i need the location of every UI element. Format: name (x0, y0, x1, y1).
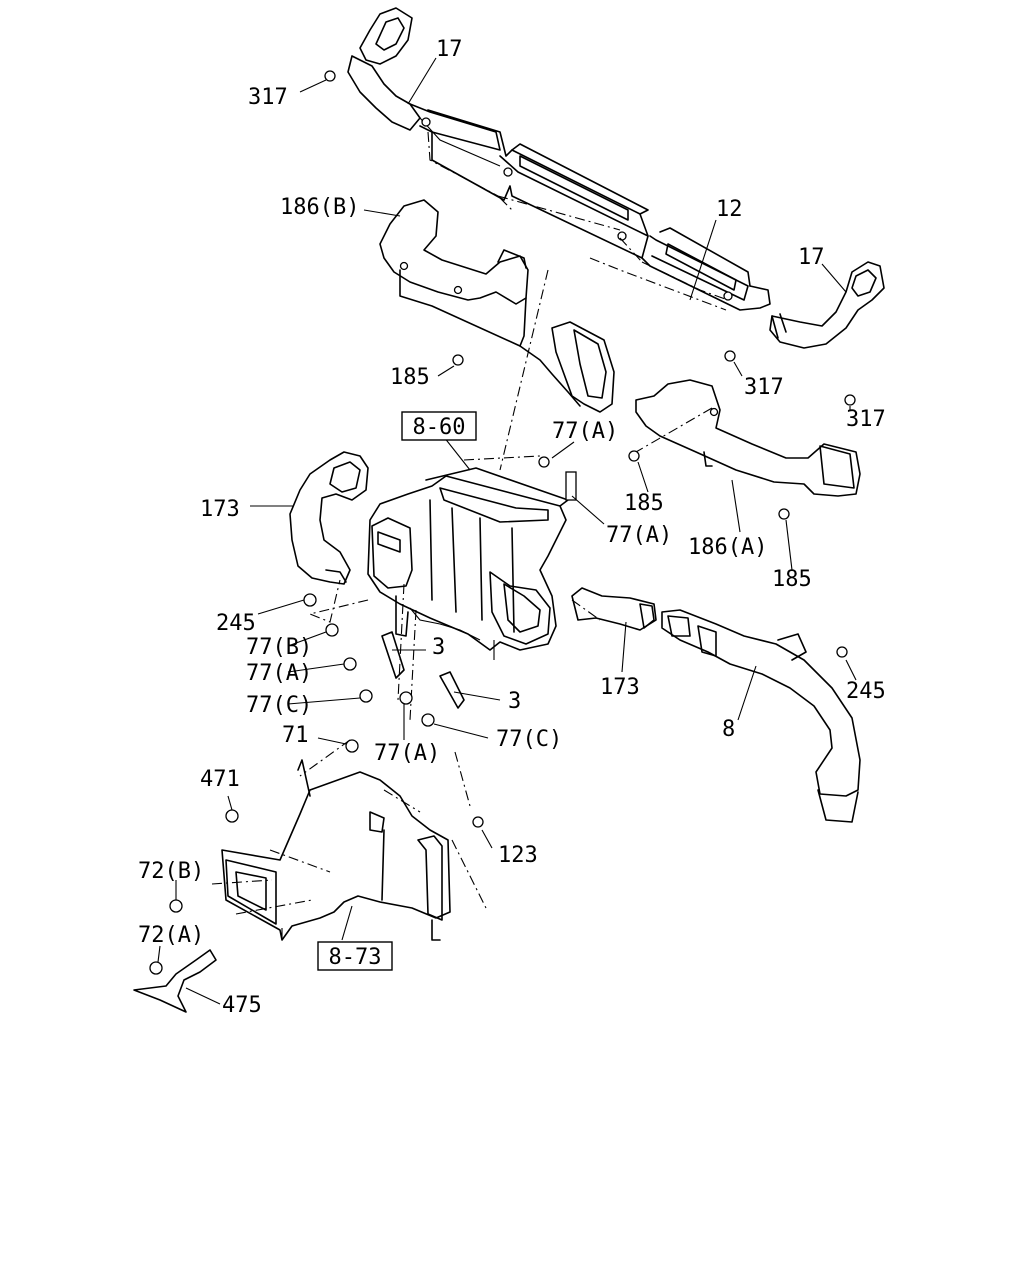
callout-77c-left: 77(C) (246, 693, 312, 718)
bracket-3-upper (381, 631, 405, 679)
bolt-72b (169, 899, 183, 913)
callout-17-right: 17 (798, 245, 825, 270)
bolt-317-right (844, 394, 856, 406)
callout-317-mid: 317 (744, 375, 784, 400)
callout-185-left: 185 (390, 365, 430, 390)
bolt-72a (149, 961, 163, 975)
bolt-77b (325, 623, 339, 637)
callout-245-left: 245 (216, 611, 256, 636)
side-duct-186b (379, 199, 529, 347)
bolt-77c-right (421, 713, 435, 727)
callout-3-upper: 3 (432, 635, 445, 660)
vent-duct-173-left (289, 451, 369, 585)
callout-77c-right: 77(C) (496, 727, 562, 752)
leader-lines (157, 57, 857, 1005)
defroster-duct-upper (347, 7, 771, 311)
ref-8-60-label: 8-60 (413, 415, 466, 440)
callout-71: 71 (282, 723, 309, 748)
lower-duct-assembly (221, 759, 451, 941)
callout-186a: 186(A) (688, 535, 767, 560)
callout-77a-bottom: 77(A) (374, 741, 440, 766)
callout-471: 471 (200, 767, 240, 792)
callout-labels: 17 317 12 186(B) 17 185 317 317 77(A) 77… (138, 37, 886, 1018)
callout-245-right: 245 (846, 679, 886, 704)
bolt-185-left (452, 354, 464, 366)
bolt-317-top (324, 70, 336, 82)
callout-173-left: 173 (200, 497, 240, 522)
vent-duct-173-right (571, 587, 657, 631)
heater-unit-body (367, 467, 569, 660)
ref-8-73-label: 8-73 (329, 945, 382, 970)
callout-77b: 77(B) (246, 635, 312, 660)
callout-317-top: 317 (248, 85, 288, 110)
clip-245-right (836, 646, 848, 658)
callout-123: 123 (498, 843, 538, 868)
fasteners (149, 70, 856, 975)
callout-77a-top: 77(A) (552, 419, 618, 444)
bolt-77a-bottom (399, 691, 413, 705)
rear-foot-duct-8 (661, 609, 861, 823)
callout-8: 8 (722, 717, 735, 742)
side-vent-duct-right (769, 261, 885, 349)
clip-245-left (303, 593, 317, 607)
callout-173-right: 173 (600, 675, 640, 700)
reference-box-8-60: 8-60 (401, 411, 477, 441)
side-duct-186a (635, 379, 861, 497)
bolt-77c-left (359, 689, 373, 703)
callout-17-top: 17 (436, 37, 463, 62)
bracket-3-lower (439, 671, 465, 709)
center-outlet-duct (519, 321, 615, 413)
reference-box-8-73: 8-73 (317, 941, 393, 971)
screw-123 (472, 816, 484, 828)
nut-71 (345, 739, 359, 753)
callout-72b: 72(B) (138, 859, 204, 884)
callout-475: 475 (222, 993, 262, 1018)
nut-471 (225, 809, 239, 823)
callout-185-mid: 185 (624, 491, 664, 516)
callout-186b: 186(B) (280, 195, 359, 220)
bolt-185-mid (628, 450, 640, 462)
callout-77a-left: 77(A) (246, 661, 312, 686)
bolt-77a-right (565, 471, 577, 501)
bolt-317-mid (724, 350, 736, 362)
callout-72a: 72(A) (138, 923, 204, 948)
callout-317-right: 317 (846, 407, 886, 432)
callout-3-lower: 3 (508, 689, 521, 714)
bracket-475 (133, 949, 217, 1013)
callout-12: 12 (716, 197, 743, 222)
bolt-77a-top (538, 456, 550, 468)
bolt-185-low (778, 508, 790, 520)
bolt-77a-left (343, 657, 357, 671)
callout-77a-right: 77(A) (606, 523, 672, 548)
callout-185-low: 185 (772, 567, 812, 592)
